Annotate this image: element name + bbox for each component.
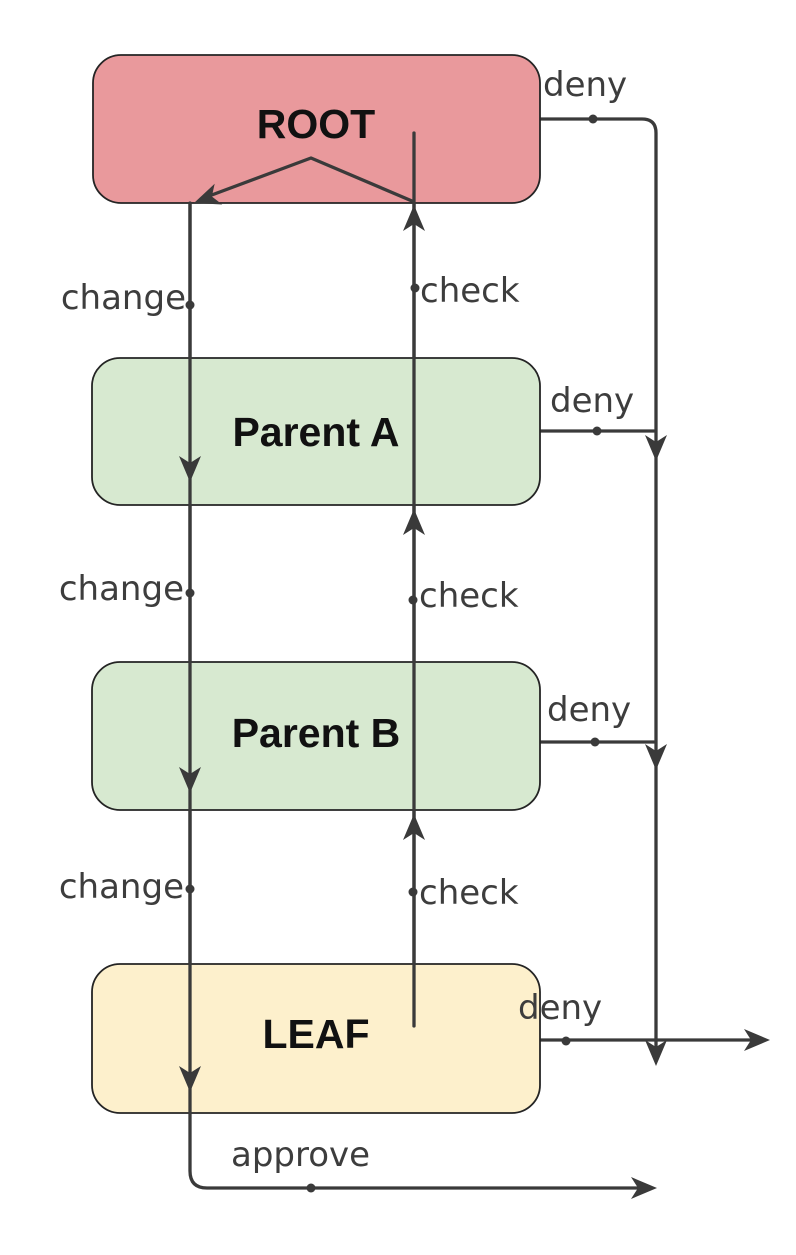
node-parent-b-label: Parent B [232, 710, 401, 756]
arrowhead-check-into-root [403, 205, 425, 231]
dot-change-3 [185, 884, 195, 894]
dot-deny-parent-b [590, 737, 600, 747]
dot-change-2 [185, 588, 195, 598]
edge-label-deny-root: deny [543, 65, 627, 105]
edge-label-deny-leaf: deny [518, 988, 602, 1028]
arrowhead-change-into-parent-b [179, 767, 201, 793]
node-parent-a [91, 357, 541, 506]
edge-label-change-3: change [59, 867, 184, 907]
dot-deny-parent-a [592, 426, 602, 436]
edge-label-change-2: change [59, 569, 184, 609]
dot-check-1 [410, 283, 420, 293]
edge-deny-root-collector [426, 117, 658, 1053]
edge-label-check-2: check [419, 576, 519, 616]
dot-deny-leaf [561, 1036, 571, 1046]
edge-root-internal-v [199, 156, 414, 203]
arrowhead-deny-collector-end [645, 1040, 667, 1066]
dot-check-2 [408, 595, 418, 605]
dot-change-1 [185, 300, 195, 310]
arrowhead-check-into-parent-a [403, 509, 425, 535]
edge-label-approve: approve [231, 1135, 370, 1175]
edge-label-change-1: change [61, 278, 186, 318]
node-leaf-box [91, 963, 541, 1114]
arrowhead-deny-parent-a-merge [645, 435, 667, 461]
edge-label-check-1: check [420, 271, 520, 311]
node-root-label: ROOT [257, 101, 375, 147]
edge-label-deny-parent-a: deny [550, 381, 634, 421]
arrowhead-change-into-leaf [179, 1066, 201, 1092]
node-root [92, 54, 541, 204]
node-parent-a-box [91, 357, 541, 506]
arrowhead-deny-parent-b-merge [645, 744, 667, 770]
node-parent-a-label: Parent A [232, 409, 399, 455]
edge-change-spine-and-approve [188, 201, 646, 1190]
arrowhead-root-internal-v [194, 183, 223, 205]
arrowhead-change-into-parent-a [179, 456, 201, 482]
node-root-box [92, 54, 541, 204]
node-parent-b [91, 661, 541, 811]
arrowhead-deny-leaf-out [744, 1029, 770, 1051]
arrowhead-check-into-parent-b [403, 814, 425, 840]
edge-label-deny-parent-b: deny [547, 690, 631, 730]
edge-label-check-3: check [419, 873, 519, 913]
node-leaf-label: LEAF [262, 1011, 369, 1057]
dot-deny-root [588, 114, 598, 124]
node-leaf [91, 963, 541, 1114]
dot-approve [306, 1183, 316, 1193]
dot-check-3 [408, 887, 418, 897]
node-parent-b-box [91, 661, 541, 811]
arrowhead-approve-out [631, 1177, 657, 1199]
